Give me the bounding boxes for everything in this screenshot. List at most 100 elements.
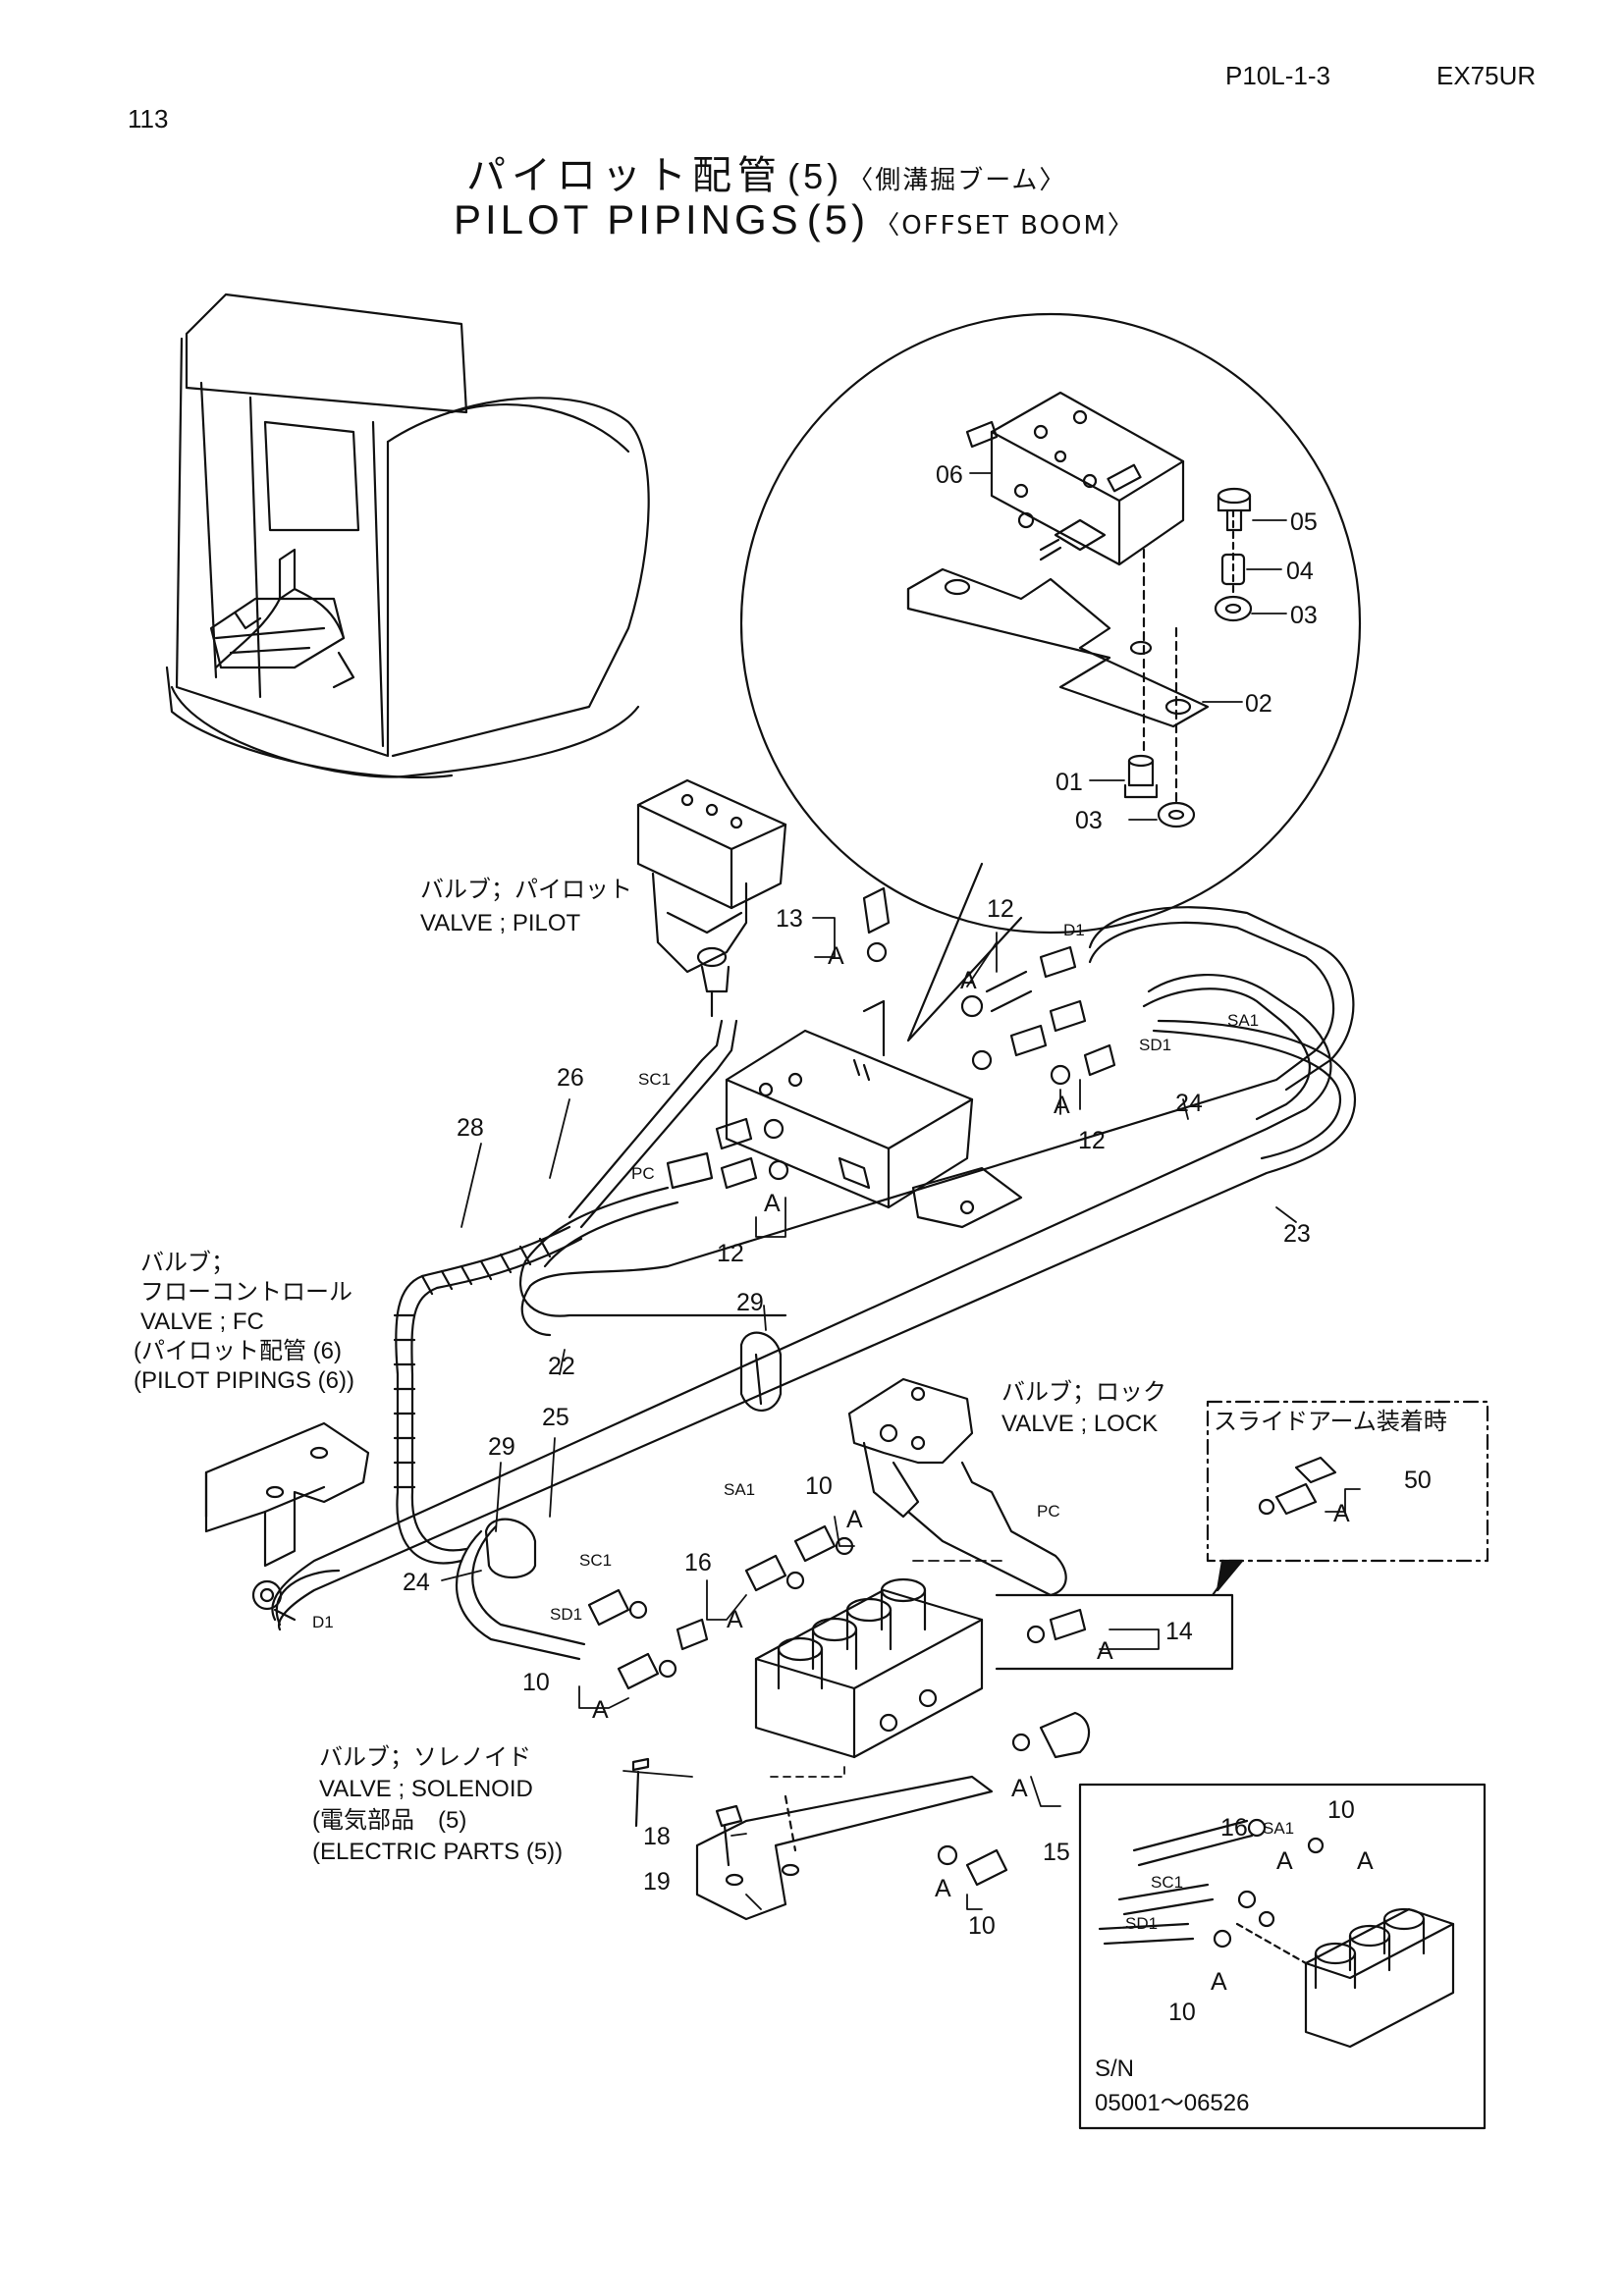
part-callout-24: 24 xyxy=(1175,1090,1203,1117)
o-ring-callout-a: A xyxy=(1357,1847,1374,1875)
port-tag-sc1-inset: SC1 xyxy=(1151,1873,1184,1892)
part-callout-29: 29 xyxy=(488,1433,515,1461)
part-callout-26: 26 xyxy=(557,1064,584,1092)
part-callout-12: 12 xyxy=(717,1240,744,1267)
valve-solenoid-label-en: VALVE ; SOLENOID xyxy=(319,1776,533,1802)
valve-fc-label-ja1: バルブ； xyxy=(140,1250,235,1276)
pilot-pipings-6-label-ja: (パイロット配管 (6) xyxy=(134,1338,342,1364)
detail-circle-outline xyxy=(739,312,1362,1042)
title-en-number: (5) xyxy=(806,196,870,242)
part-callout-23: 23 xyxy=(1283,1220,1311,1248)
o-ring-callout-a: A xyxy=(935,1875,951,1902)
part-callout-18: 18 xyxy=(643,1823,671,1850)
part-callout-29: 29 xyxy=(736,1289,764,1316)
solenoid-valve-illustration xyxy=(631,1577,994,1921)
slide-arm-label: スライドアーム装着時 xyxy=(1214,1409,1447,1435)
o-ring-callout-a: A xyxy=(846,1506,863,1533)
o-ring-callout-a: A xyxy=(764,1190,781,1217)
port-tag-sc1-mid: SC1 xyxy=(579,1551,613,1570)
port-tag-d1: D1 xyxy=(1063,921,1085,939)
part-callout-19: 19 xyxy=(643,1868,671,1896)
o-ring-callout-a: A xyxy=(1011,1775,1028,1802)
protective-hose-illustration xyxy=(204,1225,583,1622)
valve-solenoid-label-ja: バルブ；ソレノイド xyxy=(319,1744,531,1771)
central-valve-block-illustration xyxy=(666,886,1116,1229)
port-tag-sa1-mid: SA1 xyxy=(724,1480,756,1499)
serial-number-range: 05001～06526 xyxy=(1095,2090,1250,2116)
port-tag-sc1: SC1 xyxy=(638,1070,672,1089)
part-callout-10: 10 xyxy=(805,1472,833,1500)
electric-parts-label-en: (ELECTRIC PARTS (5)) xyxy=(312,1839,564,1865)
valve-pilot-label-en: VALVE ; PILOT xyxy=(420,910,581,936)
hose-clamps-illustration xyxy=(484,1331,783,1579)
flow-control-valve-detail xyxy=(906,391,1253,828)
valve-pilot-label-ja: バルブ；パイロット xyxy=(420,877,632,903)
part-callout-01: 01 xyxy=(1055,769,1083,796)
title-en-subtitle: 〈OFFSET BOOM〉 xyxy=(874,211,1135,240)
pipe-bundle-illustration xyxy=(271,906,1357,1661)
port-tag-sd1-mid: SD1 xyxy=(550,1605,583,1624)
part-callout-02: 02 xyxy=(1245,690,1272,718)
electric-parts-label-ja: (電気部品 (5) xyxy=(312,1807,467,1834)
o-ring-callout-a: A xyxy=(1276,1847,1293,1875)
title-ja-subtitle: 〈側溝掘ブーム〉 xyxy=(847,166,1067,195)
o-ring-callout-a: A xyxy=(1211,1968,1227,1996)
part-callout-50: 50 xyxy=(1404,1467,1432,1494)
o-ring-callout-a: A xyxy=(1097,1637,1113,1665)
bracket-open: ( xyxy=(134,1367,141,1394)
o-ring-callout-a: A xyxy=(1054,1092,1070,1119)
port-tag-pc-mid: PC xyxy=(1037,1502,1060,1521)
title-english: PILOT PIPINGS (5) 〈OFFSET BOOM〉 xyxy=(454,196,1135,243)
page-number: 113 xyxy=(128,104,169,133)
part-callout-16-inset: 16 xyxy=(1220,1814,1248,1842)
bracket-open: ( xyxy=(134,1338,141,1364)
serial-number-label: S/N xyxy=(1095,2056,1135,2082)
part-callout-10: 10 xyxy=(968,1912,996,1940)
o-ring-callout-a: A xyxy=(828,942,844,970)
title-ja-main: パイロット配管 xyxy=(466,153,783,198)
valve-lock-label-ja: バルブ；ロック xyxy=(1001,1379,1166,1406)
valve-lock-label-en: VALVE ; LOCK xyxy=(1001,1411,1159,1437)
o-ring-callout-a: A xyxy=(1333,1500,1350,1527)
o-ring-callout-a: A xyxy=(727,1606,743,1633)
bracket-close: ) xyxy=(346,1367,354,1394)
port-tag-sa1-inset: SA1 xyxy=(1263,1819,1295,1838)
title-en-main: PILOT PIPINGS xyxy=(454,196,802,242)
part-callout-03: 03 xyxy=(1075,807,1103,834)
part-callout-14: 14 xyxy=(1165,1618,1193,1645)
pilot-pipings-6-label-en: (PILOT PIPINGS (6)) xyxy=(134,1367,354,1394)
valve-fc-label-ja2: フローコントロール xyxy=(140,1279,352,1306)
model-name: EX75UR xyxy=(1436,61,1537,90)
part-callout-10: 10 xyxy=(522,1669,550,1696)
title-japanese: パイロット配管 (5) 〈側溝掘ブーム〉 xyxy=(466,143,1066,200)
part-callout-15: 15 xyxy=(1043,1839,1070,1866)
valve-fc-label-en: VALVE ; FC xyxy=(140,1308,264,1335)
port-tag-sd1: SD1 xyxy=(1139,1036,1172,1054)
part-callout-10-inset: 10 xyxy=(1327,1796,1355,1824)
document-code: P10L-1-3 xyxy=(1225,61,1330,90)
part-callout-16: 16 xyxy=(684,1549,712,1576)
part-callout-24: 24 xyxy=(403,1569,430,1596)
leader-lines xyxy=(441,472,1361,1910)
part-callout-03: 03 xyxy=(1290,602,1318,629)
part-callout-22: 22 xyxy=(548,1353,575,1380)
part-callout-12: 12 xyxy=(1078,1127,1106,1154)
part-callout-25: 25 xyxy=(542,1404,569,1431)
inset-box-illustration xyxy=(1078,1783,1487,2130)
part-callout-05: 05 xyxy=(1290,508,1318,536)
part-callout-13: 13 xyxy=(776,905,803,933)
o-ring-callout-a: A xyxy=(592,1696,609,1724)
o-ring-callout-a: A xyxy=(960,967,977,994)
title-ja-number: (5) xyxy=(787,156,843,196)
port-tag-sa1: SA1 xyxy=(1227,1011,1260,1030)
solenoid-fittings-illustration xyxy=(587,1524,1091,1887)
part-callout-12: 12 xyxy=(987,895,1014,923)
part-callout-10-inset: 10 xyxy=(1168,1999,1196,2026)
port-tag-sd1-inset: SD1 xyxy=(1125,1914,1159,1933)
part-callout-04: 04 xyxy=(1286,558,1314,585)
slide-arm-box-illustration xyxy=(995,1400,1489,1671)
part-callout-28: 28 xyxy=(457,1114,484,1142)
pilot-valve-illustration xyxy=(568,778,787,1229)
excavator-overview-illustration xyxy=(165,293,650,778)
port-tag-pc: PC xyxy=(631,1164,655,1183)
